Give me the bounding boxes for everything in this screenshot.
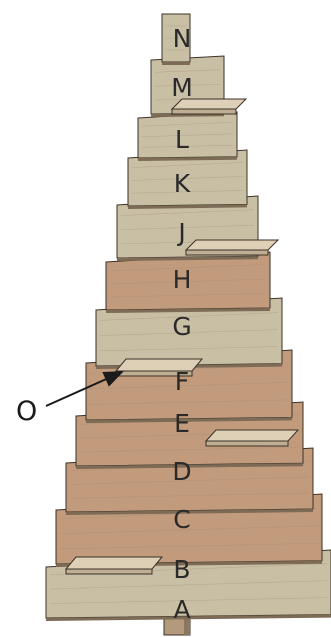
label-h: H [173, 265, 192, 294]
label-m: M [171, 73, 193, 102]
label-a: A [173, 595, 190, 624]
shelf-2-front [186, 250, 268, 255]
label-n: N [173, 24, 192, 53]
shelf-5-front [66, 569, 152, 574]
label-d: D [172, 457, 191, 486]
label-b: B [173, 555, 190, 584]
label-j: J [176, 218, 185, 247]
label-c: C [173, 505, 190, 534]
label-e: E [174, 409, 190, 438]
label-l: L [175, 125, 189, 154]
label-k: K [174, 169, 191, 198]
shelf-4 [206, 430, 298, 441]
label-g: G [172, 312, 191, 341]
shelf-4-front [206, 441, 288, 446]
board-n-edge [162, 62, 190, 65]
label-f: F [175, 367, 189, 396]
shelf-1-front [172, 109, 236, 114]
callout-label: O [16, 396, 37, 427]
shelf-5 [66, 557, 162, 569]
shelf-2 [186, 240, 278, 250]
